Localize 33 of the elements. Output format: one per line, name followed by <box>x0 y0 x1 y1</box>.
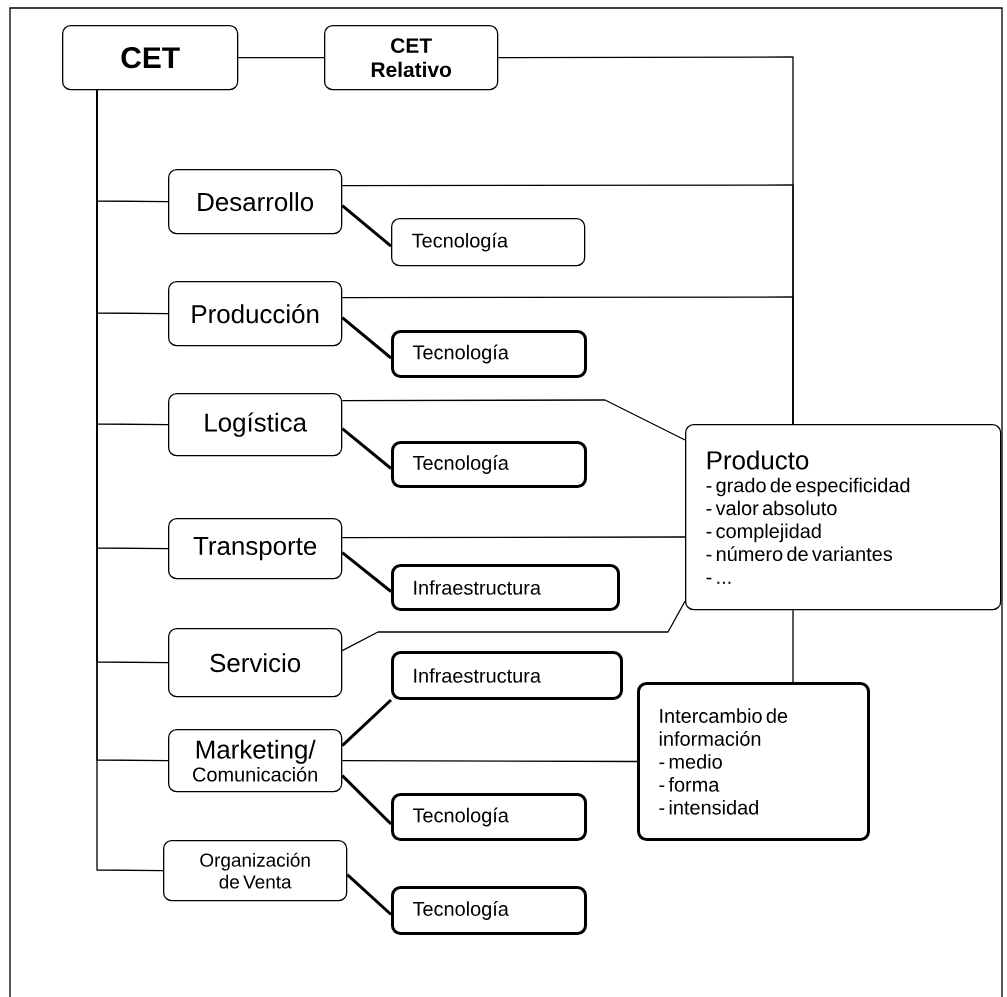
item-box: Tecnología <box>391 886 587 935</box>
item-box: Tecnología <box>391 441 587 488</box>
connector-line <box>341 399 686 441</box>
connector-line <box>341 296 794 425</box>
item-box: Infraestructura <box>391 564 620 611</box>
connector-line <box>341 427 392 470</box>
category-box: Servicio <box>168 628 343 698</box>
connector-line <box>341 760 638 763</box>
connector-line <box>341 316 392 360</box>
category-box: Transporte <box>168 518 343 580</box>
category-box: Organización de Venta <box>163 840 348 902</box>
exchange-box: Intercambio de información - medio - forma - intensidad <box>637 682 870 841</box>
connector-line <box>792 609 794 683</box>
category-box: Producción <box>168 281 343 347</box>
category-box: Marketing/ Comunicación <box>168 729 343 793</box>
connector-line <box>341 600 686 652</box>
connector-line <box>237 57 325 59</box>
item-box: Tecnología <box>391 330 587 378</box>
connector-line <box>341 551 392 593</box>
connector-line <box>96 89 164 872</box>
item-box: Tecnología <box>391 218 586 267</box>
connector-line <box>346 873 392 916</box>
title-box: CET <box>62 25 239 91</box>
item-box: Infraestructura <box>391 651 623 700</box>
connector-line <box>341 774 393 826</box>
connector-line <box>341 536 686 539</box>
connector-line <box>341 204 392 248</box>
product-box: Producto - grado de especificidad - valor absoluto - complejidad - número de variantes - ... <box>685 424 1002 611</box>
title-box: CET Relativo <box>324 25 499 91</box>
item-box: Tecnología <box>391 793 587 841</box>
category-box: Desarrollo <box>168 169 343 235</box>
category-box: Logística <box>168 393 343 457</box>
connector-line <box>341 698 393 747</box>
